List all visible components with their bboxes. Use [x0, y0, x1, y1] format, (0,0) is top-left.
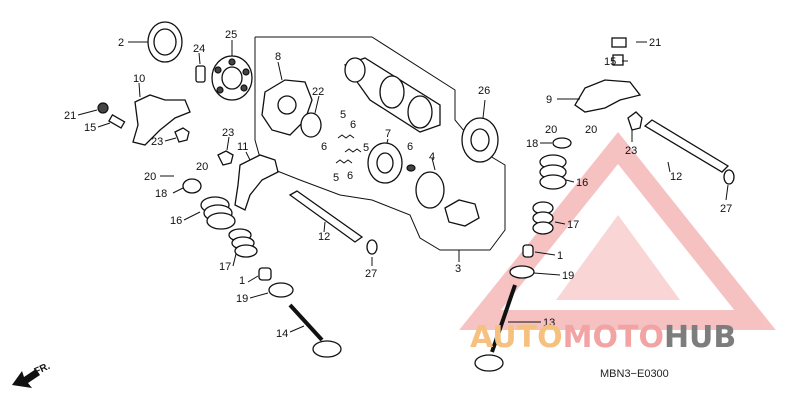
callout: 27: [720, 203, 732, 215]
callout: 1: [557, 250, 563, 262]
valve-left: [288, 303, 342, 358]
callout: 6: [321, 141, 327, 153]
callout: 13: [543, 317, 555, 329]
callout: 17: [219, 261, 231, 273]
callout: 15: [604, 56, 616, 68]
callout: 17: [567, 219, 579, 231]
o-ring-left: [366, 239, 378, 255]
camshaft: [343, 57, 441, 133]
callout: 19: [236, 293, 248, 305]
callout: 20: [585, 124, 597, 136]
rocker-shaft-right: [643, 119, 730, 173]
watermark-text: AUTOMOTOHUB: [470, 320, 736, 355]
callout: 5: [333, 172, 339, 184]
callout: 2: [118, 37, 124, 49]
spring-pin: [406, 164, 416, 172]
callout: 21: [64, 110, 76, 122]
rocker-shaft-left: [288, 190, 364, 243]
callout: 20: [196, 161, 208, 173]
valve-cotter-right: [522, 244, 534, 258]
callout: 20: [545, 124, 557, 136]
callout: 18: [526, 138, 538, 150]
direction-label: FR.: [33, 361, 52, 378]
callout: 25: [225, 29, 237, 41]
front-direction-arrow-icon: [12, 369, 40, 388]
callout: 1: [239, 275, 245, 287]
callout: 14: [276, 328, 288, 340]
drawing-code: MBN3−E0300: [600, 368, 669, 380]
rocker-arm-right: [574, 79, 642, 113]
callout: 27: [365, 268, 377, 280]
callout: 16: [576, 177, 588, 189]
callout: 23: [222, 127, 234, 139]
cam-sprocket: [367, 142, 403, 184]
valve-right: [474, 284, 517, 372]
callout: 19: [562, 270, 574, 282]
watermark-logo-icon: [459, 131, 776, 330]
callout: 26: [478, 85, 490, 97]
callout: 23: [151, 136, 163, 148]
lock-nut: [444, 199, 480, 227]
callout: 23: [625, 145, 637, 157]
callout: 6: [350, 119, 356, 131]
o-ring-right: [723, 169, 735, 185]
callout: 3: [455, 263, 461, 275]
decomp-springs: [335, 134, 362, 164]
leader-lines: [77, 40, 729, 333]
valve-cotter-left: [258, 267, 272, 281]
callout: 16: [170, 215, 182, 227]
callout: 18: [155, 188, 167, 200]
callout: 7: [385, 128, 391, 140]
valve-spring-outer-left: [200, 196, 236, 230]
gasket-left: [174, 127, 190, 143]
callout: 12: [670, 171, 682, 183]
callout: 20: [144, 171, 156, 183]
gasket-center: [217, 150, 234, 166]
spring-seat-right: [552, 137, 572, 149]
valve-stem-seal-left: [268, 282, 294, 298]
callout: 6: [407, 141, 413, 153]
callout: 12: [318, 231, 330, 243]
rocker-arm-center: [234, 154, 279, 211]
valve-spring-inner-right: [532, 201, 554, 235]
adjust-screw-right: [612, 54, 624, 66]
callout: 9: [546, 94, 552, 106]
oil-seal: [147, 21, 183, 63]
assembly-outline: [254, 36, 506, 251]
callout: 15: [84, 122, 96, 134]
gasket-right: [627, 111, 643, 131]
callout: 21: [649, 37, 661, 49]
callout: 5: [340, 109, 346, 121]
spring-seat-left: [182, 178, 202, 194]
valve-stem-seal-right: [509, 265, 535, 279]
callout: 22: [312, 86, 324, 98]
valve-spring-outer-right: [539, 154, 567, 190]
callout: 10: [133, 73, 145, 85]
nut: [97, 102, 109, 114]
rocker-arm-left: [132, 94, 191, 146]
valve-spring-inner-left: [228, 228, 258, 258]
callout: 11: [237, 141, 248, 153]
collar: [415, 171, 445, 209]
callout: 4: [429, 151, 435, 163]
dowel-pin: [195, 65, 206, 83]
nut-right: [611, 37, 627, 48]
callout: 6: [347, 170, 353, 182]
o-ring: [300, 112, 322, 138]
bearing-right: [461, 117, 499, 163]
bearing-left: [211, 55, 253, 101]
callout: 8: [275, 51, 281, 63]
callout: 5: [363, 142, 369, 154]
callout: 24: [193, 43, 205, 55]
callout-labels: 2 24 25 10 21 15 23 8 22 5 6 6 5 6 5 7 6…: [64, 29, 732, 340]
adjust-screw: [108, 114, 126, 129]
